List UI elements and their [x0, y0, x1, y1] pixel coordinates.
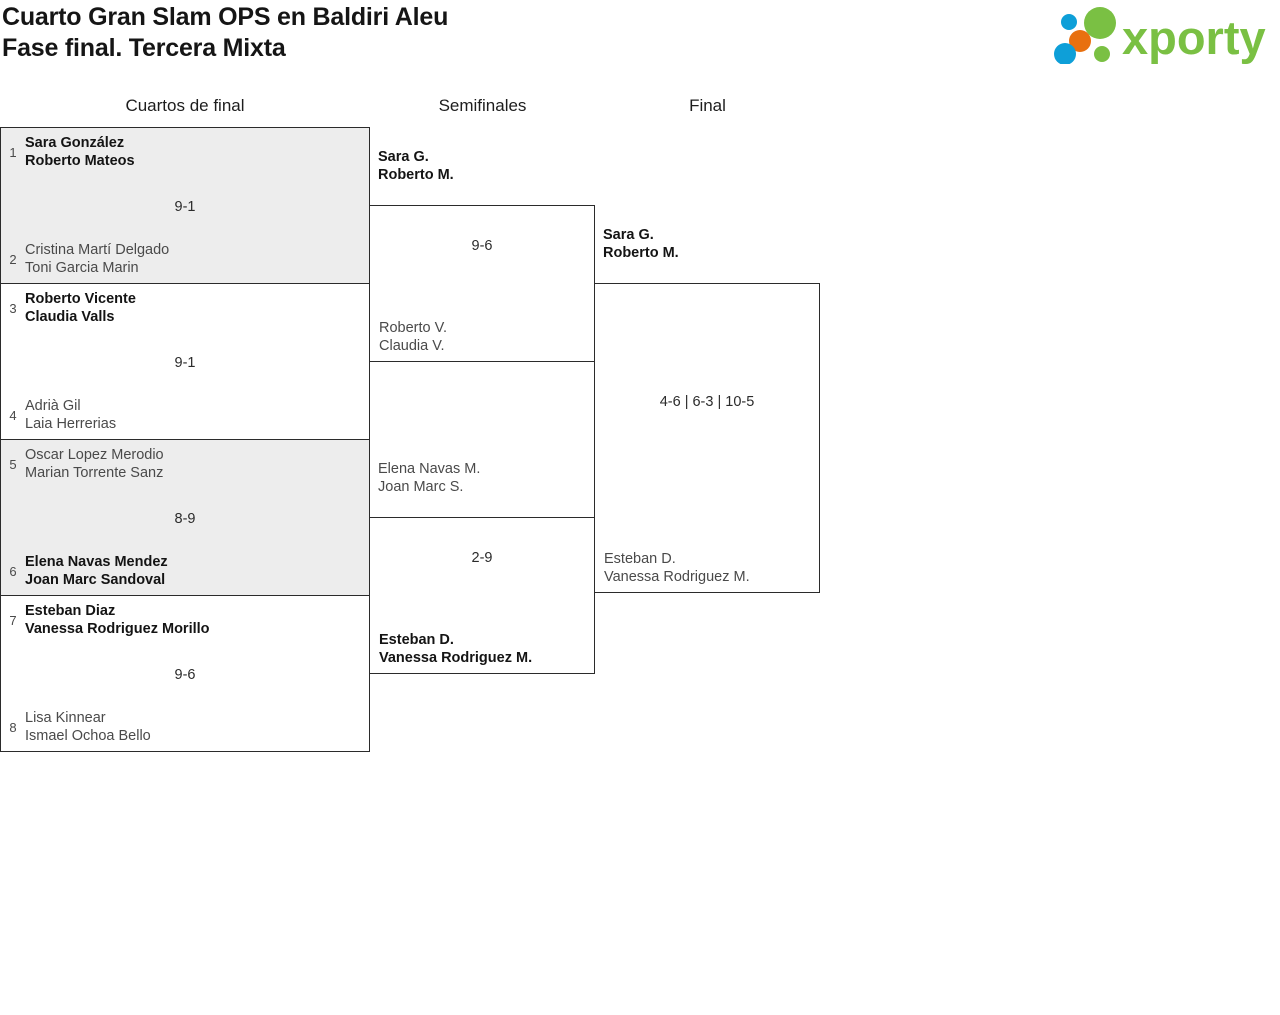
match-score: 9-6 [174, 667, 196, 683]
team-slot[interactable]: 8 Lisa Kinnear Ismael Ochoa Bello [1, 709, 369, 745]
team-names: Cristina Martí Delgado Toni Garcia Marin [25, 241, 169, 277]
team-slot[interactable]: 2 Cristina Martí Delgado Toni Garcia Mar… [1, 241, 369, 277]
seed-number: 4 [9, 407, 17, 423]
match-score: 4-6 | 6-3 | 10-5 [659, 394, 755, 410]
player-name: Toni Garcia Marin [25, 260, 139, 276]
player-name: Cristina Martí Delgado [25, 242, 170, 258]
match-quarterfinal-4[interactable]: 7 Esteban Diaz Vanessa Rodriguez Morillo… [0, 595, 370, 752]
team-slot[interactable]: Roberto V. Claudia V. [370, 319, 594, 355]
team-names[interactable]: Sara G. Roberto M. [378, 148, 454, 184]
team-names: Roberto Vicente Claudia Valls [25, 290, 136, 326]
match-semifinal-1[interactable]: 9-6 Roberto V. Claudia V. [369, 205, 595, 362]
player-name: Elena Navas M. [378, 461, 481, 477]
match-quarterfinal-2[interactable]: 3 Roberto Vicente Claudia Valls 9-1 4 Ad… [0, 283, 370, 440]
match-quarterfinal-1[interactable]: 1 Sara González Roberto Mateos 9-1 2 Cri… [0, 127, 370, 284]
seed-number: 6 [9, 563, 17, 579]
player-name: Vanessa Rodriguez M. [379, 650, 533, 666]
seed-number: 1 [9, 144, 17, 160]
player-name: Roberto M. [378, 167, 454, 183]
logo-wordmark: xporty [1122, 11, 1266, 64]
seed-number: 8 [9, 719, 17, 735]
team-names: Adrià Gil Laia Herrerias [25, 397, 116, 433]
team-names: Lisa Kinnear Ismael Ochoa Bello [25, 709, 151, 745]
team-names: Sara González Roberto Mateos [25, 134, 135, 170]
match-final[interactable]: 4-6 | 6-3 | 10-5 Esteban D. Vanessa Rodr… [594, 283, 820, 593]
player-name: Ismael Ochoa Bello [25, 728, 151, 744]
player-name: Oscar Lopez Merodio [25, 447, 164, 463]
player-name: Marian Torrente Sanz [25, 465, 164, 481]
team-names: Roberto V. Claudia V. [370, 319, 447, 355]
player-name: Claudia Valls [25, 309, 115, 325]
round-header-final: Final [689, 96, 726, 115]
match-score: 8-9 [174, 511, 196, 527]
team-names: Oscar Lopez Merodio Marian Torrente Sanz [25, 446, 164, 482]
seed-number: 5 [9, 456, 17, 472]
page-title: Cuarto Gran Slam OPS en Baldiri Aleu Fas… [2, 2, 448, 64]
logo-dots-icon [1054, 7, 1116, 64]
player-name: Sara G. [603, 227, 654, 243]
team-names: Esteban D. Vanessa Rodriguez M. [370, 631, 532, 667]
seed-number: 7 [9, 612, 17, 628]
team-names[interactable]: Sara G. Roberto M. [603, 226, 679, 262]
seed-number: 3 [9, 300, 17, 316]
match-quarterfinal-3[interactable]: 5 Oscar Lopez Merodio Marian Torrente Sa… [0, 439, 370, 596]
team-names: Elena Navas Mendez Joan Marc Sandoval [25, 553, 168, 589]
round-header-quarterfinals: Cuartos de final [125, 96, 245, 115]
player-name: Roberto Vicente [25, 291, 136, 307]
player-name: Sara González [25, 135, 125, 151]
player-name: Esteban D. [379, 632, 454, 648]
player-name: Esteban Diaz [25, 603, 116, 619]
title-line-1: Cuarto Gran Slam OPS en Baldiri Aleu [2, 3, 449, 31]
title-line-2: Fase final. Tercera Mixta [2, 34, 286, 62]
player-name: Lisa Kinnear [25, 710, 106, 726]
team-slot[interactable]: 5 Oscar Lopez Merodio Marian Torrente Sa… [1, 446, 369, 482]
player-name: Joan Marc Sandoval [25, 572, 166, 588]
match-score: 2-9 [471, 550, 493, 566]
round-header-semifinals: Semifinales [438, 96, 527, 115]
xporty-logo[interactable]: xporty [1048, 6, 1272, 64]
team-slot[interactable]: Esteban D. Vanessa Rodriguez M. [595, 550, 819, 586]
match-score: 9-6 [471, 238, 493, 254]
player-name: Sara G. [378, 149, 429, 165]
player-name: Adrià Gil [25, 398, 81, 414]
player-name: Laia Herrerias [25, 416, 117, 432]
player-name: Elena Navas Mendez [25, 554, 168, 570]
team-names: Esteban D. Vanessa Rodriguez M. [595, 550, 750, 586]
seed-number: 2 [9, 251, 17, 267]
player-name: Vanessa Rodriguez Morillo [25, 621, 210, 637]
player-name: Roberto Mateos [25, 153, 135, 169]
player-name: Claudia V. [379, 338, 445, 354]
team-slot[interactable]: 6 Elena Navas Mendez Joan Marc Sandoval [1, 553, 369, 589]
player-name: Roberto V. [379, 320, 447, 336]
player-name: Joan Marc S. [378, 479, 464, 495]
team-names[interactable]: Elena Navas M. Joan Marc S. [378, 460, 480, 496]
match-score: 9-1 [174, 199, 196, 215]
player-name: Esteban D. [604, 551, 676, 567]
match-semifinal-2[interactable]: 2-9 Esteban D. Vanessa Rodriguez M. [369, 517, 595, 674]
team-names: Esteban Diaz Vanessa Rodriguez Morillo [25, 602, 210, 638]
team-slot[interactable]: Esteban D. Vanessa Rodriguez M. [370, 631, 594, 667]
match-score: 9-1 [174, 355, 196, 371]
player-name: Roberto M. [603, 245, 679, 261]
page-header: Cuarto Gran Slam OPS en Baldiri Aleu Fas… [0, 0, 1280, 80]
team-slot[interactable]: 1 Sara González Roberto Mateos [1, 134, 369, 170]
xporty-logo-svg: xporty [1054, 7, 1266, 64]
team-slot[interactable]: 3 Roberto Vicente Claudia Valls [1, 290, 369, 326]
team-slot[interactable]: 7 Esteban Diaz Vanessa Rodriguez Morillo [1, 602, 369, 638]
team-slot[interactable]: 4 Adrià Gil Laia Herrerias [1, 397, 369, 433]
player-name: Vanessa Rodriguez M. [604, 569, 750, 585]
